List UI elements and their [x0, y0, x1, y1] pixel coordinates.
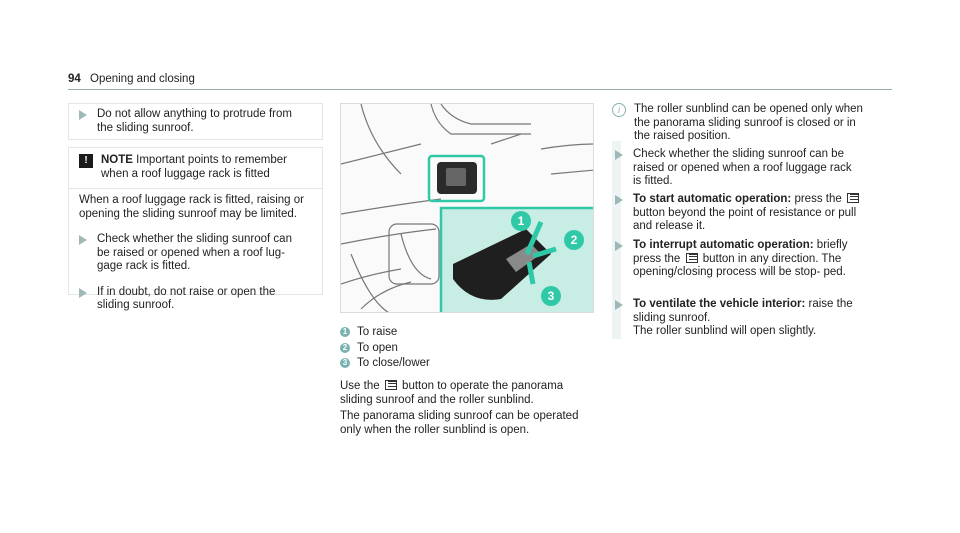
legend-number: 2	[340, 342, 350, 353]
callout-3: 3	[548, 289, 555, 303]
section-title: Opening and closing	[90, 73, 195, 85]
note-bullet-1: Check whether the sliding sunroof can be…	[69, 221, 322, 274]
bullet-arrow-icon	[79, 110, 87, 120]
operation-paragraph: The panorama sliding sunroof can be oper…	[340, 410, 579, 436]
info-note: i The roller sunblind can be opened only…	[612, 103, 872, 144]
bold-lead: To ventilate the vehicle interior:	[633, 298, 806, 310]
note-bullet-2: If in doubt, do not raise or open the sl…	[69, 274, 322, 313]
usage-paragraph: Use the button to operate the panorama s…	[340, 380, 595, 407]
para-text: Use the	[340, 380, 380, 392]
legend-text: To close/lower	[357, 357, 430, 369]
overhead-control-illustration: 1 2 3	[341, 104, 593, 312]
page-number: 94	[68, 73, 81, 85]
bullet-arrow-icon	[615, 195, 623, 205]
exclamation-icon: !	[79, 154, 93, 168]
col3-bullet-2: To start automatic operation: press the …	[612, 193, 875, 234]
callout-2: 2	[571, 233, 578, 247]
bullet-text: To start automatic operation: press the …	[633, 193, 861, 234]
note-label: NOTE	[101, 154, 133, 166]
bullet-item: Do not allow anything to protrude from t…	[79, 108, 312, 135]
bold-lead: To interrupt automatic operation:	[633, 239, 814, 251]
legend-text: To raise	[357, 326, 398, 338]
note-headline-wrap: NOTE Important points to remember when a…	[101, 154, 306, 181]
legend-number: 3	[340, 358, 350, 368]
bullet-arrow-icon	[79, 235, 87, 245]
bullet-arrow-icon	[79, 287, 87, 298]
bold-lead: To start automatic operation:	[633, 193, 792, 205]
bullet-arrow-icon	[615, 241, 623, 251]
bullet-text: To interrupt automatic operation: briefl…	[633, 239, 861, 280]
note-headline: Important points to remember when a roof…	[101, 154, 287, 180]
note-bullet-text-1: Check whether the sliding sunroof can be…	[97, 233, 292, 272]
sunroof-figure: 1 2 3	[340, 103, 594, 313]
sunroof-button-icon	[384, 380, 397, 390]
sunroof-button-icon	[685, 252, 698, 263]
legend-item: 2 To open	[340, 342, 600, 356]
col3-bullet-3: To interrupt automatic operation: briefl…	[612, 239, 875, 280]
bullet-arrow-icon	[615, 300, 623, 310]
note-body: When a roof luggage rack is fitted, rais…	[79, 194, 305, 220]
sunroof-button-icon	[846, 193, 859, 203]
note-bullet-text-2: If in doubt, do not raise or open the sl…	[97, 285, 276, 312]
text: button beyond the point of resistance or…	[633, 206, 857, 233]
header-rule	[68, 89, 892, 90]
text: raise the sliding sunroof.	[633, 298, 853, 324]
text: The roller sunblind will open slightly.	[633, 325, 817, 337]
para-text: button to operate the panorama sliding s…	[340, 380, 564, 406]
legend-item: 1 To raise	[340, 326, 600, 340]
warning-bullet-box: Do not allow anything to protrude from t…	[68, 103, 323, 140]
info-icon: i	[612, 103, 626, 117]
text: briefly press the	[633, 239, 848, 265]
figure-legend: 1 To raise 2 To open 3 To close/lower	[340, 326, 600, 371]
legend-text: To open	[357, 341, 398, 354]
text: press the	[794, 193, 842, 205]
bullet-text: To ventilate the vehicle interior: raise…	[633, 298, 861, 339]
side-bar	[612, 141, 621, 339]
note-header: ! NOTE Important points to remember when…	[69, 148, 322, 189]
bullet-text: Check whether the sliding sunroof can be…	[633, 148, 852, 187]
bullet-text: Do not allow anything to protrude from t…	[97, 108, 292, 134]
text: button in any direction. The opening/clo…	[633, 252, 846, 279]
col3-bullet-1: Check whether the sliding sunroof can be…	[612, 148, 875, 189]
legend-item: 3 To close/lower	[340, 357, 600, 371]
info-text: The roller sunblind can be opened only w…	[634, 103, 863, 142]
page-header: 94 Opening and closing	[68, 73, 195, 87]
callout-1: 1	[518, 214, 525, 228]
col3-bullet-4: To ventilate the vehicle interior: raise…	[612, 298, 875, 339]
note-box: ! NOTE Important points to remember when…	[68, 147, 323, 311]
legend-number: 1	[340, 327, 350, 337]
bullet-arrow-icon	[615, 150, 623, 160]
